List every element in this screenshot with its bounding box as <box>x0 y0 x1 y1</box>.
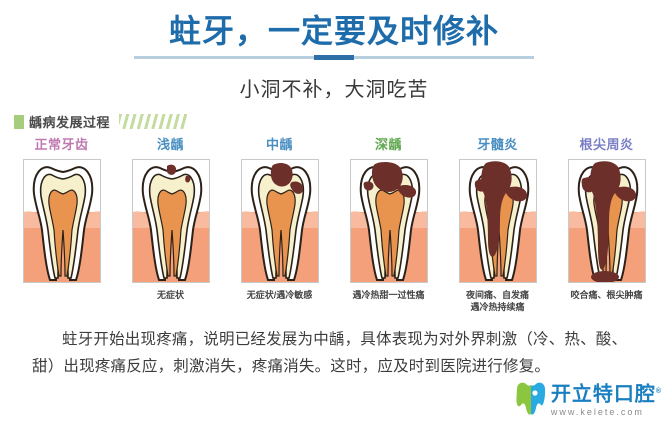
tooth-diagram <box>240 159 319 283</box>
stage-label: 牙髓炎 <box>477 137 518 152</box>
stage-2: 浅龋 无症状 <box>121 136 220 313</box>
stage-caption: 无症状/遇冷敏感 <box>246 290 313 300</box>
tooth-diagram <box>458 159 537 283</box>
stage-label: 根尖周炎 <box>579 137 634 152</box>
tooth-diagram <box>567 159 646 283</box>
stage-label: 深龋 <box>374 137 402 152</box>
stage-3: 中龋 无症状/遇冷敏感 <box>230 136 329 313</box>
caries-progression-strip: 正常牙齿 浅龋 无症状 中龋 <box>0 136 668 313</box>
stage-label: 中龋 <box>265 137 293 152</box>
watermark: 开立特口腔® www.kelete.com <box>514 380 662 418</box>
title-divider <box>134 56 534 59</box>
stage-label: 正常牙齿 <box>34 137 89 152</box>
watermark-brand-label: 开立特口腔 <box>550 384 656 406</box>
square-bullet-icon <box>14 114 24 129</box>
stage-4: 深龋 遇冷热甜一过性痛 <box>339 136 438 313</box>
page-title: 蛀牙，一定要及时修补 <box>168 13 499 49</box>
watermark-text: 开立特口腔® www.kelete.com <box>551 381 662 418</box>
stage-caption: 遇冷热甜一过性痛 <box>352 290 425 300</box>
watermark-url: www.kelete.com <box>550 407 644 417</box>
stage-5: 牙髓炎 夜间痛、自发痛 遇冷热持续痛 <box>448 136 547 313</box>
header-block: 蛀牙，一定要及时修补 小洞不补，大洞吃苦 <box>0 0 668 102</box>
hatch-stripes-decoration <box>119 114 188 129</box>
stage-6: 根尖周炎 咬合痛、根尖肿痛 <box>557 136 656 313</box>
section-heading-label: 龋病发展过程 <box>29 115 111 130</box>
stage-caption: 夜间痛、自发痛 遇冷热持续痛 <box>465 290 529 312</box>
registered-mark-icon: ® <box>655 388 662 396</box>
stage-1: 正常牙齿 <box>12 136 111 313</box>
stage-label: 浅龋 <box>156 137 184 152</box>
tooth-logo-icon <box>514 380 548 418</box>
stage-caption: 无症状 <box>156 290 184 300</box>
section-heading: 龋病发展过程 <box>14 112 188 131</box>
watermark-brand: 开立特口腔® <box>551 381 662 406</box>
tooth-diagram <box>22 159 101 283</box>
page-subtitle: 小洞不补，大洞吃苦 <box>239 79 429 101</box>
tooth-diagram <box>349 159 428 283</box>
tooth-diagram <box>131 159 210 283</box>
body-paragraph: 蛀牙开始出现疼痛，说明已经发展为中龋，具体表现为对外界刺激（冷、热、酸、甜）出现… <box>32 331 628 375</box>
stage-caption: 咬合痛、根尖肿痛 <box>570 290 643 300</box>
